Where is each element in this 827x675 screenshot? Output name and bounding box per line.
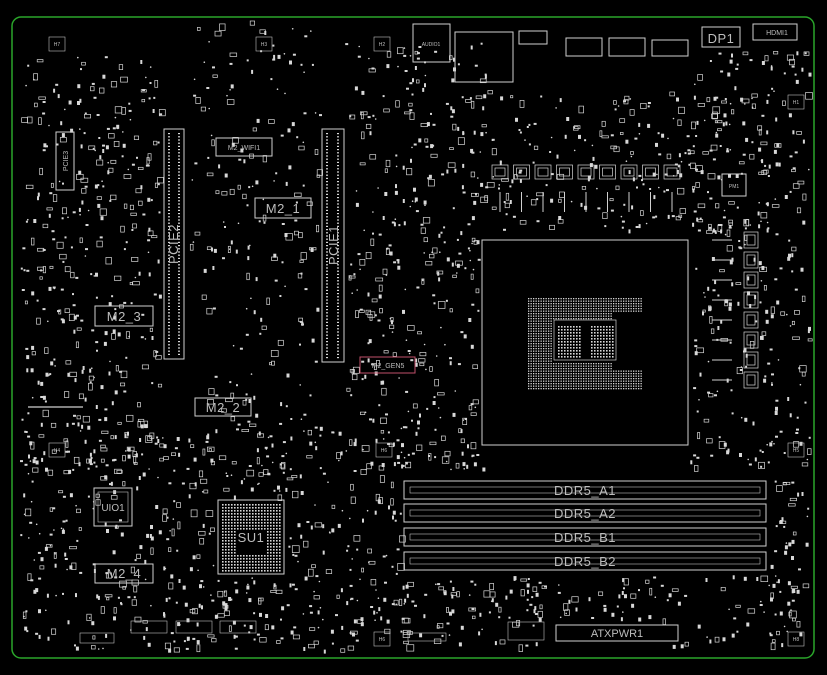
hole-h6-bottom: H6 <box>373 631 391 647</box>
bottom-headers <box>79 620 545 644</box>
component-field <box>20 20 813 654</box>
svg-text:H2: H2 <box>379 42 386 48</box>
pm1-label: PM1 <box>729 184 740 190</box>
m2-1-slot: M2_1 <box>254 197 312 219</box>
top-io: AUDIO1 DP1 HDMI1 <box>412 23 798 83</box>
svg-text:H6: H6 <box>379 637 386 643</box>
atxpwr1-label: ATXPWR1 <box>591 628 643 640</box>
uio1-chip: UIO1 <box>93 487 133 527</box>
hole-h4: H4 <box>48 442 66 458</box>
vrm-right-column <box>712 231 759 389</box>
audio1-label: AUDIO1 <box>422 42 441 48</box>
atxpwr1-connector: ATXPWR1 <box>555 624 679 642</box>
hole-h8: H8 <box>787 631 805 647</box>
m2-gen5-label: M2_GEN5 <box>372 363 405 370</box>
su1-label: SU1 <box>238 530 265 545</box>
hole-h1: H1 <box>787 94 805 110</box>
pcie1-slot: PCIE1 <box>321 128 345 363</box>
hole-h6-mid: H6 <box>375 442 393 458</box>
svg-text:H6: H6 <box>381 448 388 454</box>
m2-3-slot: M2_3 <box>94 305 154 327</box>
ddr5-a1-label: DDR5_A1 <box>554 483 616 498</box>
m2-1-label: M2_1 <box>266 201 301 216</box>
pcie2-slot: PCIE2 <box>163 128 185 360</box>
pcie3-slot: PCIE3 <box>55 131 75 191</box>
ddr5-a2-slot: DDR5_A2 <box>403 503 767 523</box>
ddr5-a1-slot: DDR5_A1 <box>403 480 767 500</box>
cpu-socket <box>481 239 689 446</box>
hdmi1-label: HDMI1 <box>766 30 788 37</box>
m2-gen5-slot: M2_GEN5 <box>359 356 416 374</box>
svg-text:H4: H4 <box>54 448 61 454</box>
pcie1-label: PCIE1 <box>326 225 341 265</box>
m2-4-slot: M2_4 <box>94 563 154 584</box>
hole-h2: H2 <box>373 36 391 52</box>
m2-3-label: M2_3 <box>107 309 142 324</box>
m2-2-label: M2_2 <box>206 400 241 415</box>
svg-text:H1: H1 <box>793 100 800 106</box>
pcie2-label: PCIE2 <box>166 224 181 264</box>
uio1-label: UIO1 <box>101 503 125 514</box>
ddr5-b2-slot: DDR5_B2 <box>403 551 767 571</box>
pm1-chip: PM1 <box>721 173 747 197</box>
dp1-label: DP1 <box>708 31 735 46</box>
m2-wifi1-label: M2_WIFI1 <box>228 145 260 152</box>
hole-h7: H7 <box>48 36 66 52</box>
vrm-top-row <box>491 164 681 212</box>
hole-h5: H5 <box>787 442 805 458</box>
hole-h3: H3 <box>255 36 273 52</box>
ddr5-b2-label: DDR5_B2 <box>554 554 616 569</box>
mount-holes: H7 H3 H2 H1 H4 H6 H5 H6 H8 <box>48 36 805 647</box>
svg-text:H8: H8 <box>793 637 800 643</box>
m2-2-slot: M2_2 <box>194 397 252 417</box>
ddr5-slots: DDR5_A1 DDR5_A2 DDR5_B1 DDR5_B2 <box>403 480 767 571</box>
svg-text:H3: H3 <box>261 42 268 48</box>
su1-chipset: SU1 <box>217 499 285 575</box>
m2-wifi1-slot: M2_WIFI1 <box>215 137 273 157</box>
m2-4-label: M2_4 <box>107 566 142 581</box>
svg-text:H7: H7 <box>54 42 61 48</box>
pcie3-label: PCIE3 <box>63 151 70 171</box>
ddr5-b1-slot: DDR5_B1 <box>403 527 767 547</box>
board-edge <box>11 16 815 659</box>
ddr5-a2-label: DDR5_A2 <box>554 506 616 521</box>
svg-text:H5: H5 <box>793 448 800 454</box>
ddr5-b1-label: DDR5_B1 <box>554 530 616 545</box>
